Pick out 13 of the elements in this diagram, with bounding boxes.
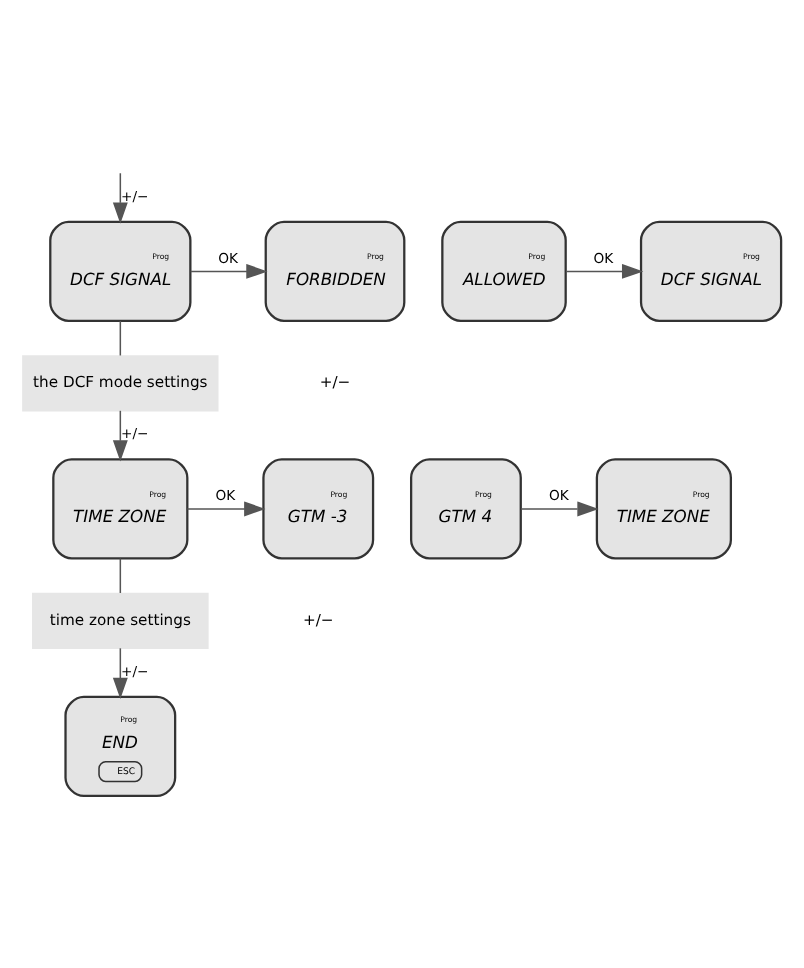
connector (119, 557, 122, 594)
arrow (186, 501, 266, 517)
arrow (520, 501, 599, 517)
arrow (112, 647, 128, 699)
node-box: time zone settings (32, 592, 209, 649)
arrow (112, 410, 128, 462)
arrow (112, 172, 128, 224)
arrow (189, 263, 268, 279)
label: +/− (302, 610, 334, 629)
arrow (565, 263, 644, 279)
node-box: the DCF mode settings (22, 355, 219, 412)
connector (119, 320, 122, 357)
label: +/− (319, 373, 351, 392)
